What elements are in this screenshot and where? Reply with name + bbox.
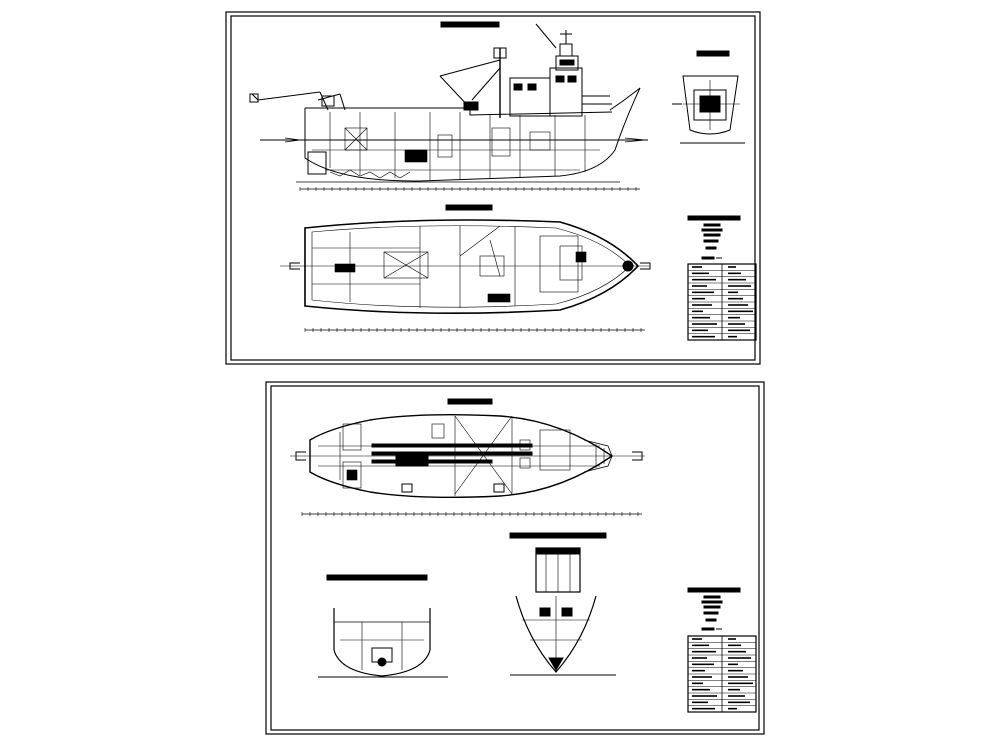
midship-section-title — [326, 574, 428, 581]
sheet-2 — [265, 381, 765, 735]
sheet-1-parts-list — [687, 263, 757, 341]
front-view-title — [696, 50, 730, 57]
sheet-1 — [225, 11, 761, 365]
hull-plan-title — [447, 398, 493, 405]
mast-and-booms — [439, 23, 557, 118]
sheet-2-outer-border — [265, 381, 765, 735]
front-elevation-view — [672, 75, 745, 144]
sheet-2-parts-list — [687, 635, 757, 713]
sheet-1-outer-border — [225, 11, 761, 365]
midship-section-view — [318, 608, 448, 678]
sheet-2-title-block — [687, 587, 741, 631]
deck-plan-title — [445, 204, 493, 211]
sheet-1-title-block — [687, 215, 741, 260]
bow-section-title — [509, 532, 607, 539]
sheet-2-inner-border — [270, 385, 760, 731]
shaft-lines — [371, 443, 533, 467]
hull-profile — [304, 87, 641, 182]
hull-plan-view — [290, 413, 645, 515]
deck-outline — [304, 219, 640, 314]
profile-view — [249, 23, 648, 190]
bow-anchor — [622, 260, 634, 272]
sheet-1-inner-border — [230, 15, 756, 361]
profile-view-title — [440, 21, 500, 28]
bow-section-view — [510, 547, 616, 676]
superstructure — [509, 30, 612, 117]
deck-plan-view — [280, 219, 651, 331]
stern-gantry — [249, 91, 346, 111]
